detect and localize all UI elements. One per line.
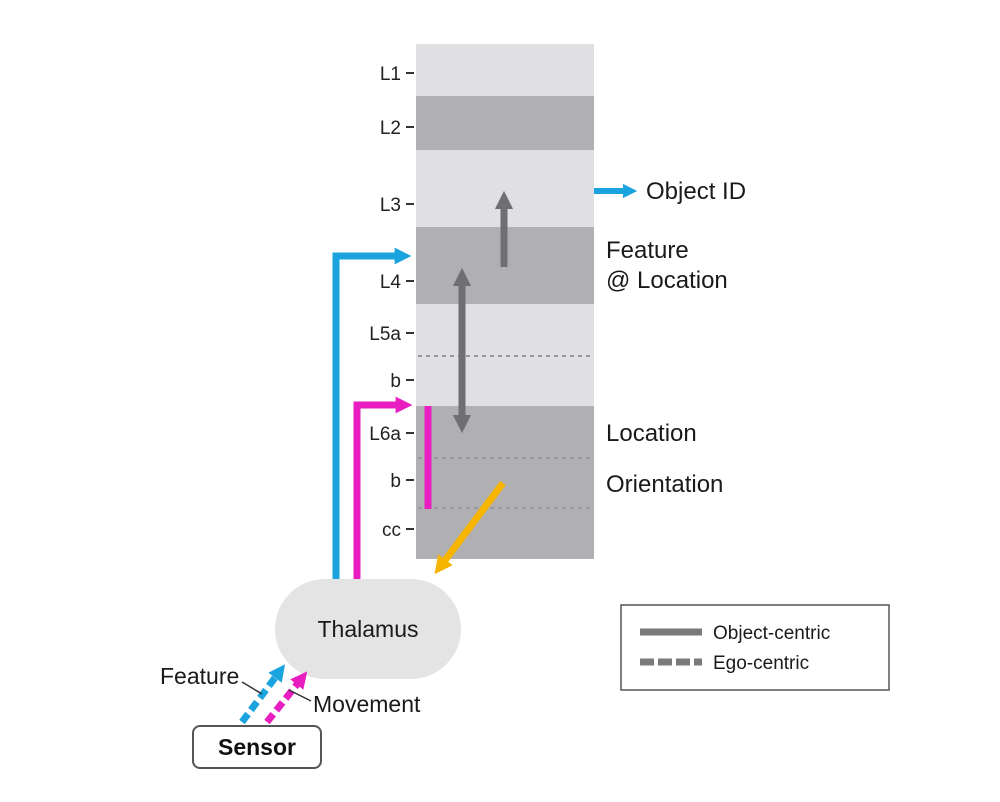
movement-input-arrow [264, 671, 308, 725]
thalamus-to-l4-feature-path [332, 247, 412, 580]
layer-labels: L1 L2 L3 L4 L5a b L6a b cc [369, 64, 401, 541]
layer-label-l2: L2 [380, 118, 401, 139]
layer-label-l5b: b [390, 371, 401, 392]
band-l1 [416, 44, 594, 96]
movement-input-label: Movement [313, 691, 421, 717]
sensor-node [192, 725, 322, 769]
layer-ticks [406, 72, 414, 530]
legend: Object-centric Ego-centric [620, 604, 890, 691]
thalamus-label: Thalamus [318, 616, 419, 642]
movement-leader-line [288, 689, 312, 702]
layer-label-l3: L3 [380, 195, 401, 216]
band-l2 [416, 96, 594, 150]
orientation-to-thalamus-arrow [434, 480, 506, 575]
layer-label-l6a: L6a [369, 424, 401, 445]
legend-object-centric-label: Object-centric [713, 623, 830, 644]
orientation-label: Orientation [606, 471, 723, 498]
layer-label-l4: L4 [380, 272, 402, 293]
layer-label-l6b: b [390, 471, 401, 492]
feature-at-location-label-line1: Feature [606, 237, 689, 264]
feature-input-label: Feature [160, 663, 239, 689]
feature-input-arrow [239, 664, 286, 725]
cortical-column [416, 44, 594, 559]
object-id-label: Object ID [646, 178, 746, 205]
layer-label-l5a: L5a [369, 324, 401, 345]
layer-label-l1: L1 [380, 64, 401, 85]
legend-box [620, 604, 890, 691]
feature-leader-line [241, 681, 263, 695]
band-l6 [416, 406, 594, 559]
feature-at-location-label-line2: @ Location [606, 267, 728, 294]
layer-label-cc: cc [382, 520, 401, 541]
location-label: Location [606, 420, 697, 447]
thalamus-to-l6a-movement-path [353, 396, 413, 580]
thalamus-node [275, 579, 461, 679]
sensor-label: Sensor [218, 734, 296, 760]
legend-ego-centric-label: Ego-centric [713, 653, 809, 674]
